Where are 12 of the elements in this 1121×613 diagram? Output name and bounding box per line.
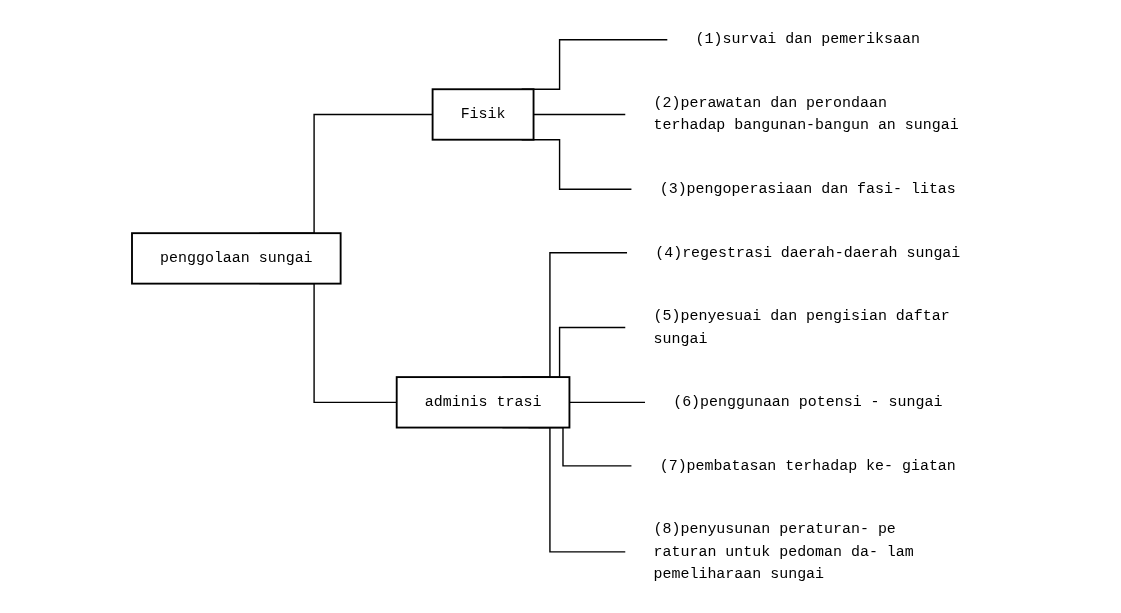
node-text: (2)perawatan dan perondaan terhadap bangunan-bangun an sungai xyxy=(653,94,959,134)
node-text: (3)pengoperasiaan dan fasi- litas xyxy=(659,180,956,198)
node-text: (6)penggunaan potensi - sungai xyxy=(672,393,942,411)
node-text: (5)penyesuai dan pengisian daftar sungai xyxy=(653,307,950,347)
node-box: adminis trasi xyxy=(395,375,570,428)
node-box: Fisik xyxy=(431,87,534,141)
node-text: (8)penyusunan peraturan- pe raturan untuk pedoman da- lam pemeliharaan sungai xyxy=(653,520,914,583)
connector xyxy=(568,401,646,403)
node-text: (7)pembatasan terhadap ke- giatan xyxy=(659,456,956,474)
node-text: (1)survai dan pemeriksaan xyxy=(695,30,920,48)
node-box: penggolaan sungai xyxy=(130,231,342,285)
node-text: (4)regestrasi daerah-daerah sungai xyxy=(654,243,960,261)
